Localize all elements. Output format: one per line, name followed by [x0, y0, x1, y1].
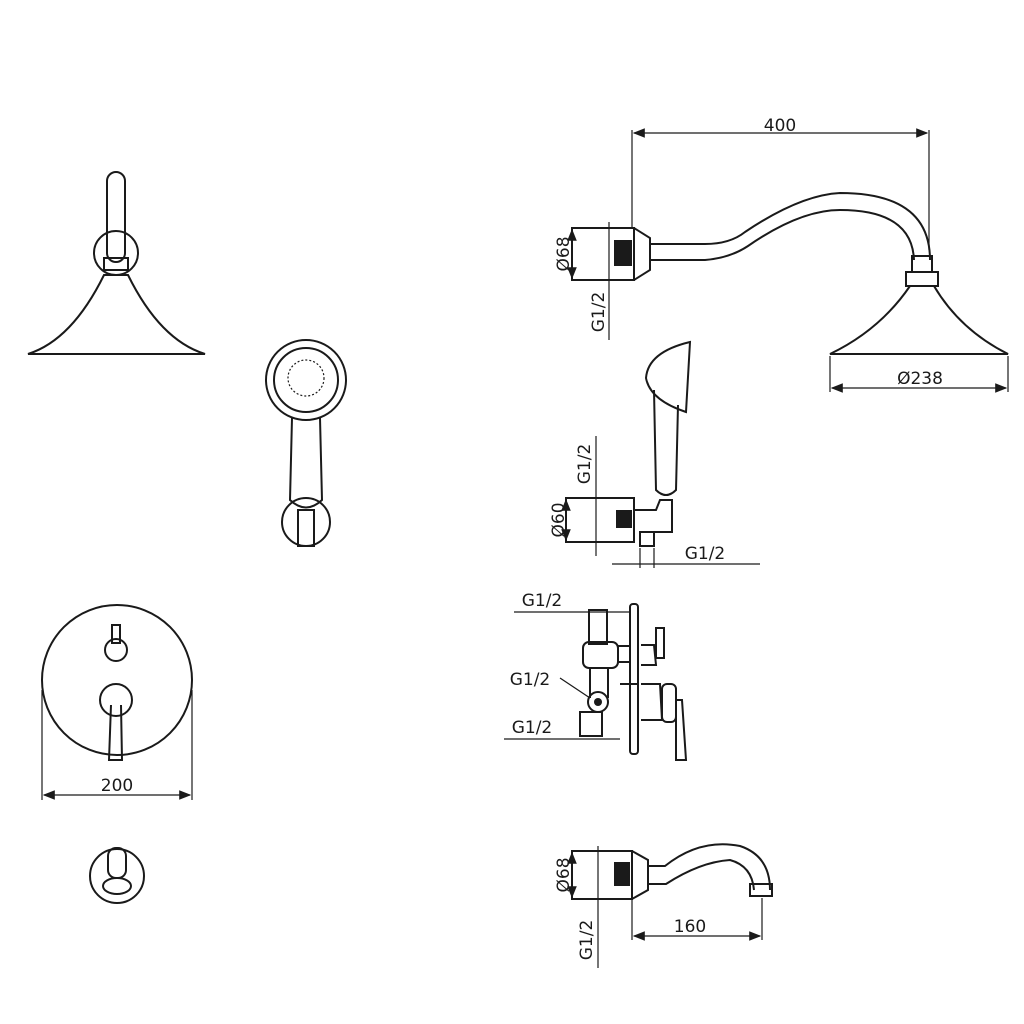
spout-thread-label: G1/2: [577, 920, 597, 961]
hand-thread-outlet-label: G1/2: [685, 544, 726, 564]
hand-thread-top-label: G1/2: [575, 444, 595, 485]
hand-shower-front-view: [265, 339, 347, 547]
spout-side-view: Ø68 G1/2 160: [554, 843, 773, 968]
spout-length-label: 160: [674, 917, 706, 937]
head-diameter-label: Ø238: [897, 369, 943, 389]
hand-shower-side-view: Ø60 G1/2 G1/2: [549, 340, 760, 568]
spout-front-view: [89, 847, 145, 904]
overhead-shower-side-view: 400 Ø68 G1/2 Ø238: [554, 116, 1009, 393]
mixer-thread-bottom-label: G1/2: [512, 718, 553, 738]
mixer-width-label: 200: [101, 776, 133, 796]
mixer-front-view: 200: [41, 604, 193, 800]
spout-flange-diameter-label: Ø68: [554, 857, 574, 892]
flange-diameter-label: Ø68: [554, 236, 574, 271]
mixer-thread-top-label: G1/2: [522, 591, 563, 611]
thread-label: G1/2: [589, 292, 609, 333]
mixer-side-view: G1/2 G1/2 G1/2: [504, 591, 688, 761]
arm-length-label: 400: [764, 116, 796, 136]
hand-flange-diameter-label: Ø60: [549, 502, 569, 537]
mixer-thread-middle-label: G1/2: [510, 670, 551, 690]
overhead-shower-front-view: [27, 171, 206, 355]
